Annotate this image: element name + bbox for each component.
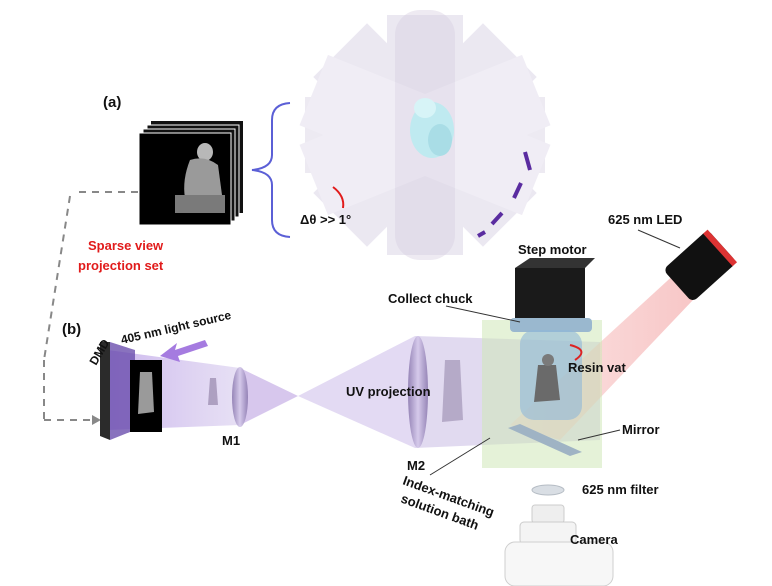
dmd-device — [100, 342, 135, 440]
uv-projection-label: UV projection — [346, 384, 431, 399]
projection-image-stack — [138, 121, 243, 226]
collect-chuck-label: Collect chuck — [388, 291, 473, 306]
rotation-arrow — [569, 344, 583, 361]
panel-a-label: (a) — [103, 94, 121, 111]
lens-m1 — [232, 367, 248, 427]
leader-lines — [429, 229, 681, 476]
sculpture-3d — [410, 98, 454, 158]
thinker-silhouette — [175, 143, 225, 213]
m2-label: M2 — [407, 458, 425, 473]
dmd-pattern — [130, 360, 162, 432]
led-label: 625 nm LED — [608, 212, 682, 227]
rotating-projection-planes — [299, 10, 551, 260]
filter-label: 625 nm filter — [582, 482, 659, 497]
dashed-arrowhead — [92, 415, 101, 425]
light-source-arrow — [160, 340, 208, 362]
beam-figure-1 — [208, 378, 218, 405]
led-lamp — [665, 229, 738, 300]
lens-m2 — [408, 336, 428, 448]
red-filter — [531, 484, 565, 496]
resin-vat-label: Resin vat — [568, 360, 626, 375]
projection-bracket — [251, 102, 291, 238]
panel-b-label: (b) — [62, 321, 81, 338]
delta-theta-arc — [332, 186, 345, 209]
m1-label: M1 — [222, 433, 240, 448]
sparse-view-label-1: Sparse view — [88, 238, 164, 253]
dashed-connection — [43, 191, 138, 421]
camera-label: Camera — [570, 532, 618, 547]
step-motor — [515, 258, 595, 320]
mirror — [508, 424, 582, 456]
step-motor-label: Step motor — [518, 242, 587, 257]
camera — [504, 504, 614, 586]
uv-beam-focus-2 — [298, 336, 415, 448]
beam-figure-2 — [442, 360, 463, 422]
resin-vat — [520, 330, 582, 420]
rotation-dashed-arc — [477, 151, 532, 238]
delta-theta-label: Δθ >> 1° — [300, 212, 351, 227]
mirror-label: Mirror — [622, 422, 660, 437]
uv-beam-focus-1 — [240, 368, 298, 425]
collect-chuck — [510, 318, 592, 332]
sparse-view-label-2: projection set — [78, 258, 164, 273]
light-source-label: 405 nm light source — [120, 308, 233, 347]
